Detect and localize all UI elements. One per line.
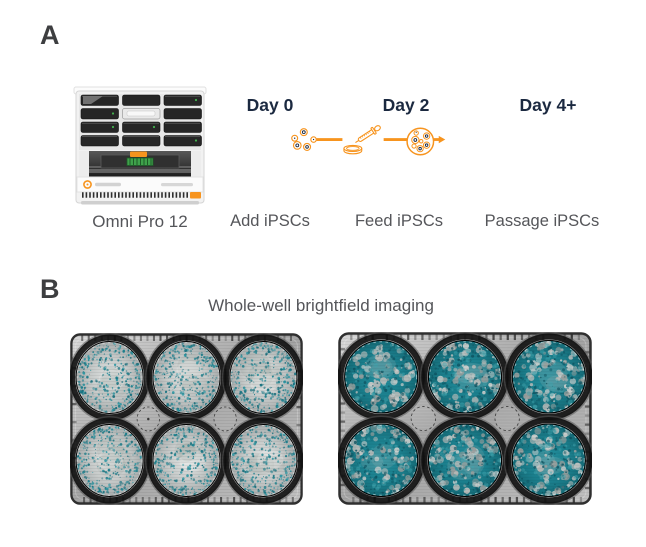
step-caption-passage: Passage iPSCs (484, 212, 600, 230)
brightfield-plate-image-sparse (70, 333, 303, 505)
well-plate-svg (338, 332, 592, 505)
orange-end-cap (190, 192, 201, 199)
omni-pro-12-instrument-image (73, 85, 207, 207)
step-caption-add: Add iPSCs (230, 212, 310, 230)
step-day-0-heading: Day 0 (246, 95, 294, 115)
front-panel (76, 176, 204, 205)
step-caption-feed: Feed iPSCs (354, 212, 444, 230)
step-day-4-heading: Day 4+ (519, 95, 577, 115)
panel-b-title: Whole-well brightfield imaging (208, 296, 434, 315)
step-day-2-heading: Day 2 (382, 95, 430, 115)
well-plate-svg (70, 333, 303, 505)
workflow-icons (291, 125, 446, 156)
brand-logo-icon (83, 180, 92, 189)
brightfield-plate-image-confluent (338, 332, 592, 505)
arrowhead (438, 135, 446, 144)
status-leds (111, 98, 198, 142)
passage-dish-arrow-icon (406, 127, 446, 156)
petri-dish-icon (343, 144, 363, 155)
instrument-caption: Omni Pro 12 (92, 212, 188, 231)
panel-a-label: A (40, 20, 60, 50)
pipette-and-dish-icon (343, 125, 381, 155)
instrument-illustration (73, 86, 207, 205)
ipsc-cells-icon (291, 128, 317, 151)
stage-orange-block (130, 151, 147, 157)
panel-b-label: B (40, 274, 60, 304)
imaging-bay (79, 151, 201, 177)
pipette-icon (355, 125, 381, 144)
tray-slots (80, 94, 202, 147)
